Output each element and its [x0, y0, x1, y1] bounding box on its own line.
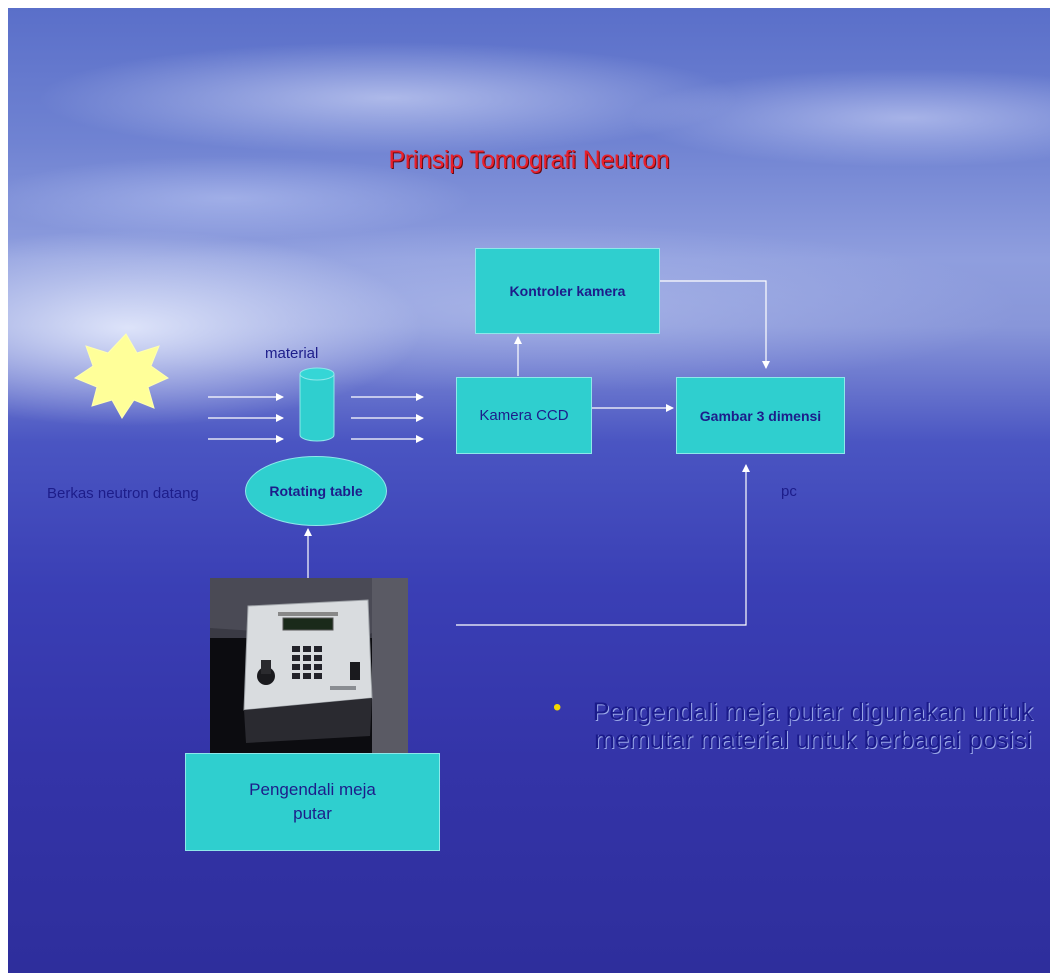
slide-title: Prinsip Tomografi Neutron	[388, 146, 670, 174]
bullet-item: • Pengendali meja putar digunakan untuk …	[548, 694, 1038, 754]
slide: Prinsip Tomografi Neutron ma	[8, 8, 1050, 973]
bullet-dot-icon: •	[553, 694, 562, 721]
turntable-controller-label-line1: Pengendali meja	[249, 780, 376, 799]
diagram-connectors	[73, 280, 770, 626]
camera-controller-label: Kontroler kamera	[509, 283, 626, 299]
neutron-source-star-icon	[73, 333, 170, 419]
bullet-text: Pengendali meja putar digunakan untuk me…	[592, 698, 1034, 754]
neutron-beam-label: Berkas neutron datang	[47, 485, 199, 502]
rotating-table-label: Rotating table	[269, 483, 363, 499]
controller-to-image-arrow	[659, 280, 770, 369]
image-3d-box: Gambar 3 dimensi	[676, 377, 845, 454]
turntable-controller-photo	[210, 578, 408, 753]
ccd-camera-box: Kamera CCD	[456, 377, 592, 454]
turntable-controller-label-line2: putar	[293, 804, 332, 823]
controller-to-pc-arrow	[456, 464, 750, 626]
material-label: material	[265, 345, 319, 362]
image-3d-label: Gambar 3 dimensi	[699, 407, 822, 424]
material-cylinder-icon	[299, 367, 335, 442]
pc-label: pc	[781, 483, 797, 500]
ccd-camera-label: Kamera CCD	[479, 407, 569, 424]
rotating-table-ellipse: Rotating table	[245, 456, 387, 526]
camera-controller-box: Kontroler kamera	[475, 248, 660, 334]
turntable-controller-box: Pengendali meja putar	[185, 753, 440, 851]
